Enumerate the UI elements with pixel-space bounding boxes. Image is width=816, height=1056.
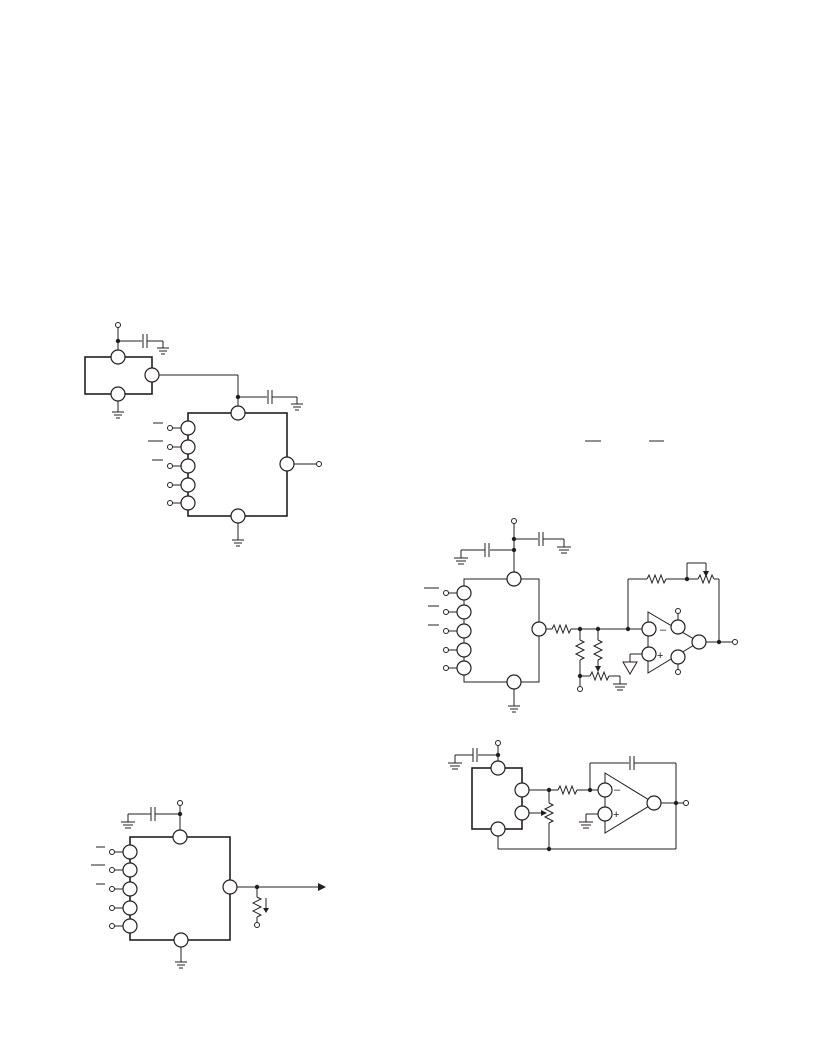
digital-pin <box>456 642 472 658</box>
dac-pin-vout <box>279 456 295 472</box>
integrator-op-amp <box>604 772 655 834</box>
digital-pin <box>456 623 472 639</box>
supply-terminal <box>495 740 501 746</box>
opamp-pin-vminus <box>670 649 686 665</box>
reference-pin-gnd <box>490 821 506 837</box>
trim-potentiometer <box>543 802 555 824</box>
dac-basic-connection <box>91 800 326 969</box>
opamp-plus-sign: + <box>657 650 663 662</box>
ground-symbol <box>156 340 170 355</box>
digital-pin <box>122 844 138 860</box>
dac-pin-gnd <box>506 674 522 690</box>
ground-symbol <box>556 546 572 554</box>
digital-pin <box>456 660 472 676</box>
ground-symbol <box>578 821 594 829</box>
digital-pin <box>122 918 138 934</box>
digital-pin <box>180 458 196 474</box>
opamp-minus-sign: – <box>614 784 621 796</box>
digital-pin <box>122 881 138 897</box>
digital-pin <box>122 862 138 878</box>
opamp-pin-noninverting <box>597 806 613 822</box>
offset-resistor <box>592 639 604 661</box>
ground-symbol <box>290 396 304 411</box>
reference-pin-vin <box>110 349 126 365</box>
dac-ic-body <box>187 412 288 517</box>
supply-terminal <box>177 800 183 806</box>
feedback-resistor <box>646 573 667 585</box>
dac-pin-vref <box>230 405 246 421</box>
opamp-pin-noninverting <box>641 646 657 662</box>
ground-symbol <box>447 762 463 770</box>
offset-potentiometer <box>589 670 610 682</box>
ground-symbol <box>231 532 245 547</box>
reference-pin-vout <box>144 367 160 383</box>
opamp-pin-vplus <box>670 619 686 635</box>
output-terminal <box>683 800 689 806</box>
digital-input-pins <box>148 420 196 511</box>
output-terminal <box>316 461 322 467</box>
digital-pin <box>456 585 472 601</box>
load-resistor <box>251 896 263 918</box>
digital-pin <box>180 477 196 493</box>
reference-pin-vout <box>514 782 530 798</box>
digital-pin <box>122 900 138 916</box>
ground-symbol <box>612 683 628 691</box>
digital-pin <box>180 439 196 455</box>
opamp-pin-output <box>691 634 707 650</box>
reference-pin-trim <box>514 805 530 821</box>
opamp-pin-output <box>646 795 662 811</box>
dac-output-amplifier-circuit: – + <box>424 518 738 713</box>
series-resistor <box>551 623 572 635</box>
dac-pin-vref <box>172 829 188 845</box>
opamp-plus-sign: + <box>613 809 619 821</box>
opamp-minus-sign: – <box>660 624 667 636</box>
dac-ic-body <box>463 578 540 683</box>
supply-terminal <box>115 322 121 328</box>
opamp-pin-inverting <box>641 621 657 637</box>
ground-symbol <box>453 557 469 565</box>
offset-resistor <box>574 639 586 661</box>
ground-symbol <box>174 954 188 969</box>
digital-input-pins <box>91 844 138 934</box>
dac-pin-vout <box>222 879 238 895</box>
input-resistor <box>557 784 578 796</box>
digital-input-pins <box>424 585 472 676</box>
opamp-pin-inverting <box>597 782 613 798</box>
reference-pin-vin <box>490 760 506 776</box>
reference-pin-gnd <box>110 386 126 402</box>
reference-drive-circuit <box>84 322 322 547</box>
dac-pin-gnd <box>173 932 189 948</box>
dac-pin-vref <box>506 571 522 587</box>
reference-integrator-circuit: – + <box>447 740 689 852</box>
ground-symbol <box>507 698 521 713</box>
dac-pin-vout <box>531 621 547 637</box>
ground-symbol <box>120 821 136 829</box>
supply-terminal <box>511 518 517 524</box>
reference-ic-body <box>471 767 523 830</box>
dac-ic-body <box>129 836 231 941</box>
output-arrow <box>318 883 326 891</box>
digital-pin <box>180 420 196 436</box>
dac-pin-gnd <box>230 508 246 524</box>
ground-symbol <box>111 404 125 419</box>
signal-ground-symbol <box>622 661 638 675</box>
digital-pin <box>456 604 472 620</box>
current-arrow <box>263 908 269 913</box>
digital-pin <box>180 495 196 511</box>
output-terminal <box>732 639 738 645</box>
